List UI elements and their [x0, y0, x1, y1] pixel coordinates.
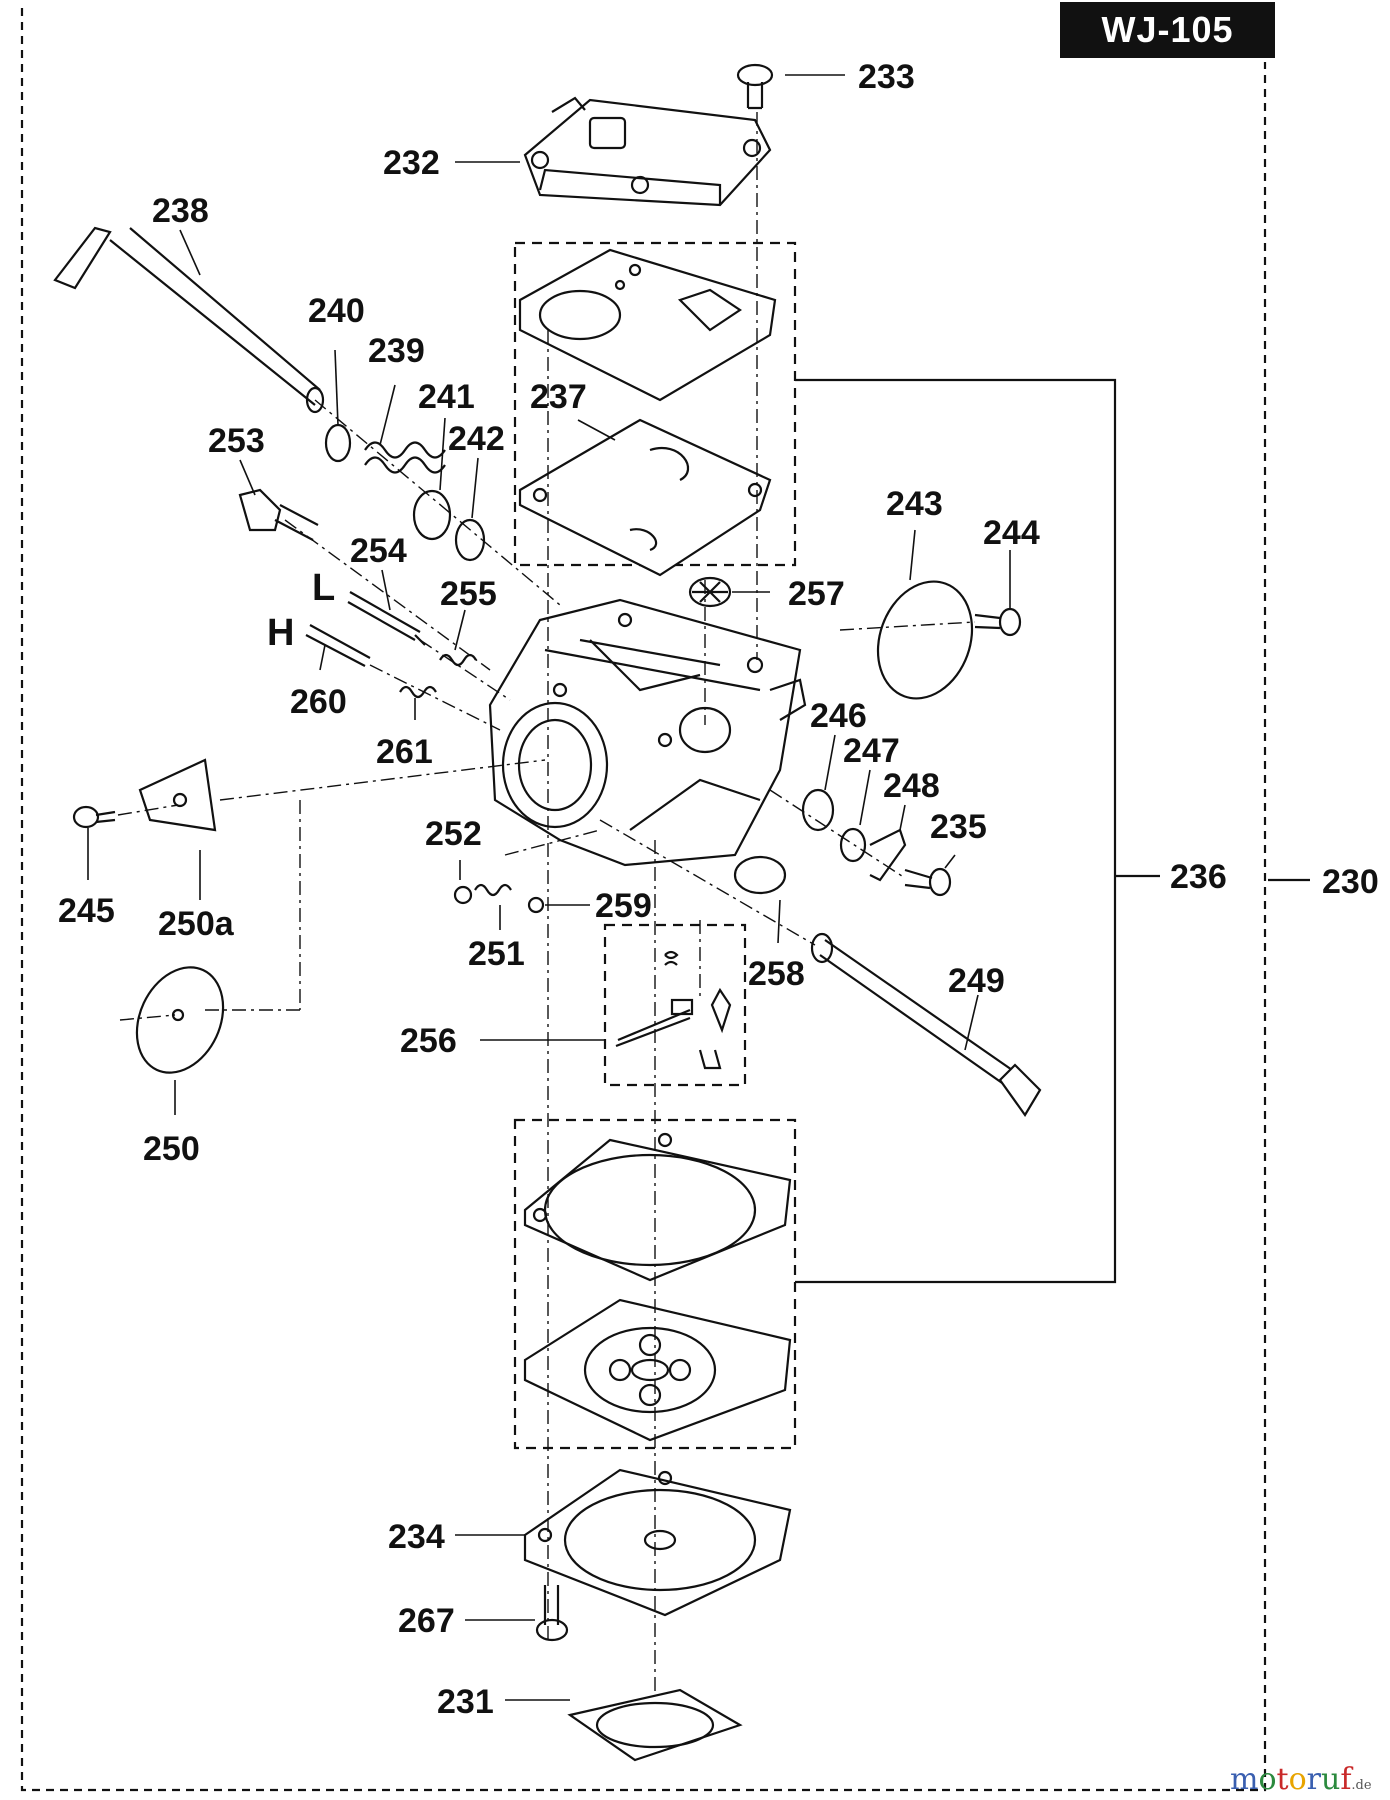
label-236: 236 — [1170, 858, 1227, 896]
inlet-needle-assembly-256 — [615, 950, 732, 1070]
label-238: 238 — [152, 192, 209, 230]
screw-245 — [72, 805, 116, 829]
kit-box-237 — [513, 241, 797, 567]
label-247: 247 — [843, 732, 900, 770]
label-235: 235 — [930, 808, 987, 846]
screw-244 — [974, 607, 1022, 637]
label-261: 261 — [376, 733, 433, 771]
kit-box-256 — [603, 923, 747, 1087]
label-246: 246 — [810, 697, 867, 735]
label-258: 258 — [748, 955, 805, 993]
choke-shaft-249 — [810, 932, 1042, 1118]
label-267: 267 — [398, 1602, 455, 1640]
pump-cover-232 — [523, 96, 772, 207]
label-249: 249 — [948, 962, 1005, 1000]
label-253: 253 — [208, 422, 265, 460]
screw-233 — [736, 63, 774, 110]
label-248: 248 — [883, 767, 940, 805]
label-242: 242 — [448, 420, 505, 458]
label-237: 237 — [530, 378, 587, 416]
label-251: 251 — [468, 935, 525, 973]
label-231: 231 — [437, 1683, 494, 1721]
needle-H-260 — [305, 624, 371, 667]
label-L: L — [312, 567, 335, 609]
label-244: 244 — [983, 514, 1040, 552]
label-259: 259 — [595, 887, 652, 925]
label-230: 230 — [1322, 863, 1379, 901]
label-H: H — [267, 612, 294, 654]
washer-247 — [839, 827, 867, 863]
spring-251 — [474, 883, 512, 897]
label-250a: 250a — [158, 905, 235, 943]
label-233: 233 — [858, 58, 915, 96]
label-243: 243 — [886, 485, 943, 523]
lever-248 — [869, 828, 907, 882]
label-234: 234 — [388, 1518, 445, 1556]
gasket-237b — [518, 418, 772, 577]
gasket-237a — [518, 248, 777, 402]
needle-L-254 — [347, 591, 426, 646]
label-252: 252 — [425, 815, 482, 853]
ball-259 — [527, 896, 545, 914]
label-239: 239 — [368, 332, 425, 370]
label-256: 256 — [400, 1022, 457, 1060]
filter-screen-257 — [688, 576, 732, 608]
label-245: 245 — [58, 892, 115, 930]
label-254: 254 — [350, 532, 407, 570]
throttle-plate-250 — [135, 966, 225, 1074]
throttle-shaft-238 — [53, 226, 325, 414]
washer-240 — [324, 423, 352, 463]
label-257: 257 — [788, 575, 845, 613]
label-240: 240 — [308, 292, 365, 330]
label-241: 241 — [418, 378, 475, 416]
diaphragm-gasket — [523, 1132, 792, 1282]
spring-239 — [364, 441, 446, 474]
spring-261 — [399, 685, 437, 699]
label-232: 232 — [383, 144, 440, 182]
washer-246 — [801, 788, 835, 832]
washer-241 — [412, 489, 452, 541]
bracket-236 — [795, 378, 1117, 1284]
choke-plate-243 — [876, 580, 974, 700]
gasket-ring-231 — [567, 1688, 743, 1762]
screw-235 — [904, 867, 952, 897]
label-250: 250 — [143, 1130, 200, 1168]
site-watermark: motoruf.de — [1230, 1762, 1372, 1797]
o-ring-258 — [733, 855, 787, 895]
label-255: 255 — [440, 575, 497, 613]
metering-diaphragm — [523, 1298, 792, 1442]
screw-267 — [535, 1585, 569, 1642]
seal-242 — [454, 518, 486, 562]
idle-screw-253 — [238, 488, 319, 541]
label-260: 260 — [290, 683, 347, 721]
carburetor-body — [488, 598, 807, 867]
metering-cover-234 — [523, 1468, 792, 1617]
diagram-id-badge: WJ-105 — [1060, 2, 1275, 58]
check-ball-252 — [453, 885, 473, 905]
